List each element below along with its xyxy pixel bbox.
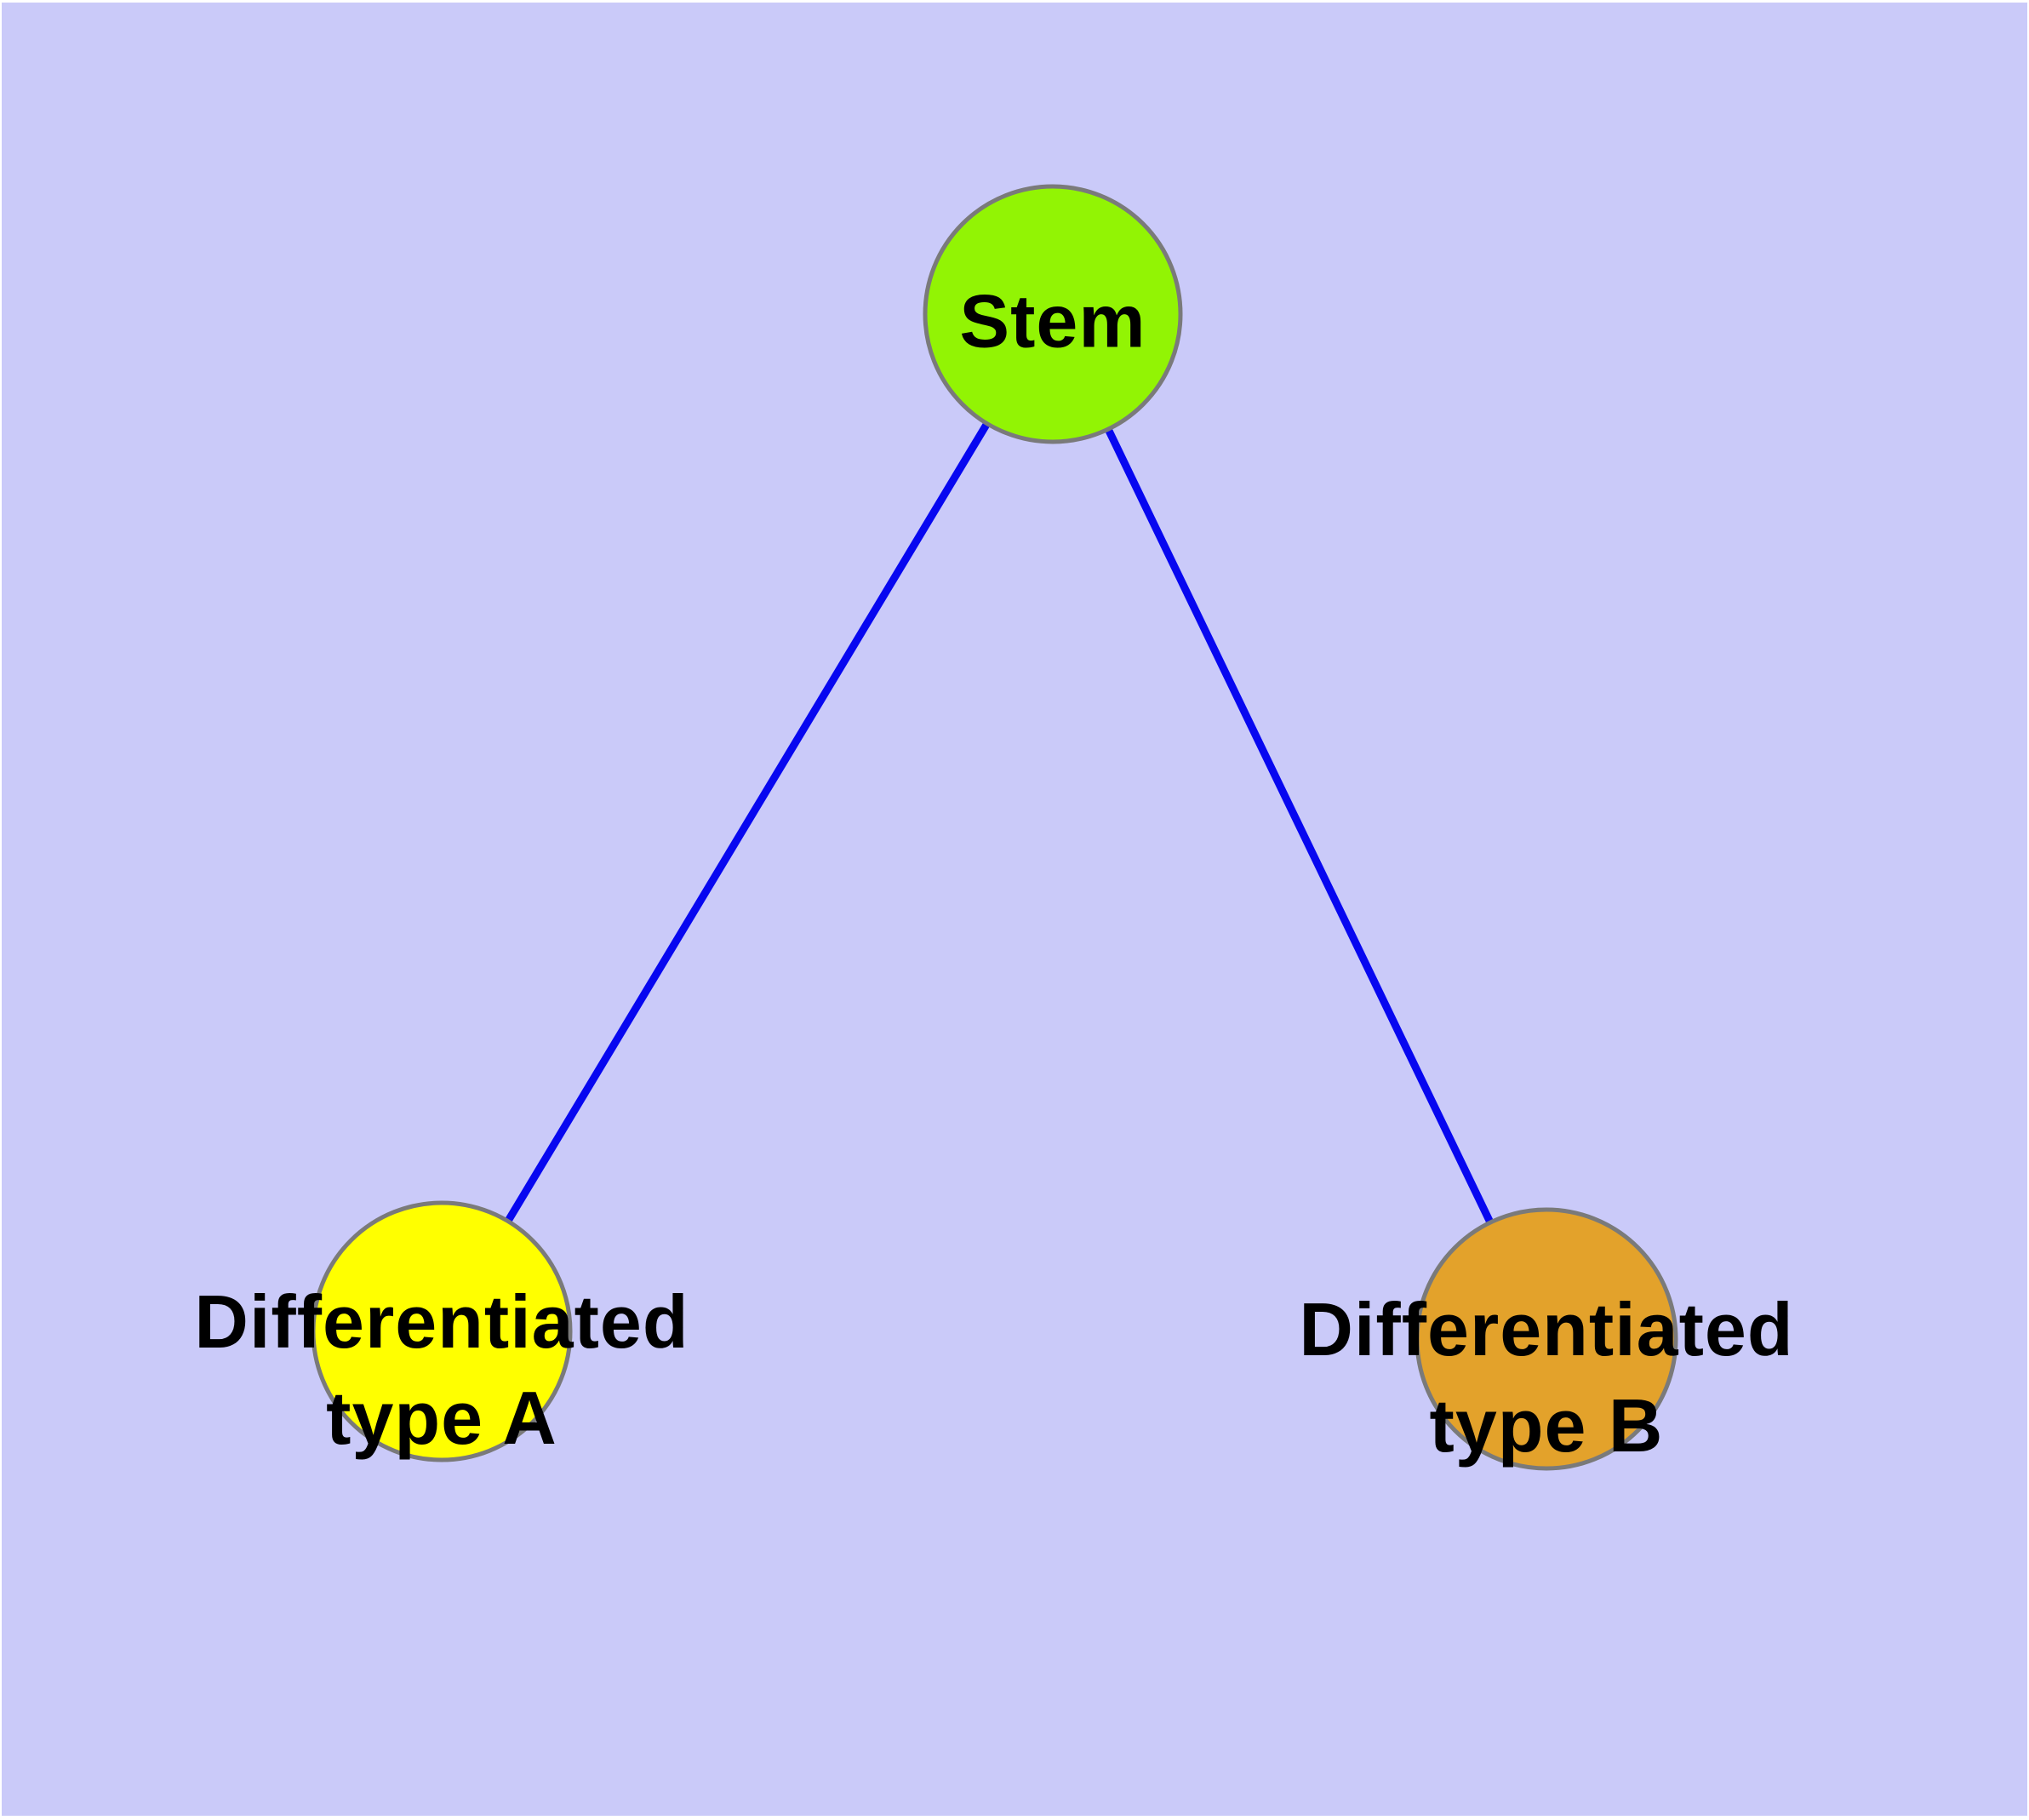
node-stem (923, 184, 1183, 444)
node-differentiated-type-b (1415, 1207, 1678, 1471)
edge-stem-to-differentiated-type-b (1049, 312, 1551, 1341)
node-label-stem: Stem (959, 278, 1146, 363)
node-label-differentiated-type-b: Differentiated type B (1299, 1287, 1794, 1468)
node-label-differentiated-type-a: Differentiated type A (194, 1279, 689, 1460)
edge-stem-to-differentiated-type-a (438, 312, 1056, 1334)
node-differentiated-type-a (311, 1200, 573, 1462)
